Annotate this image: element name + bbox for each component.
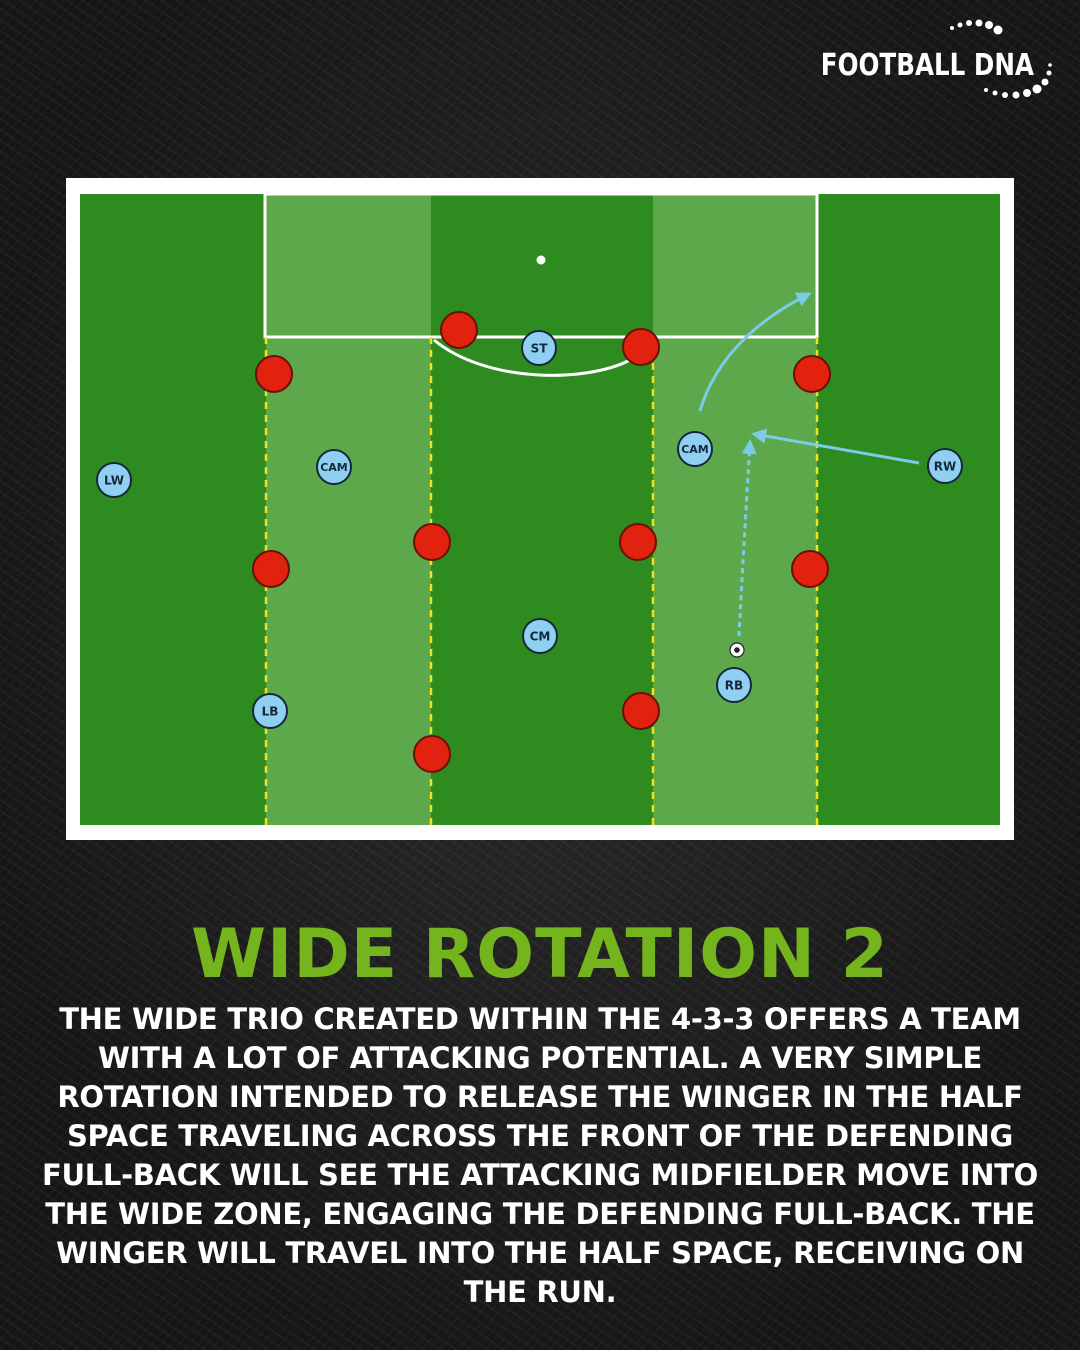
defender bbox=[793, 355, 831, 393]
defender bbox=[413, 523, 451, 561]
defender bbox=[622, 692, 660, 730]
defender bbox=[255, 355, 293, 393]
description-text: THE WIDE TRIO CREATED WITHIN THE 4-3-3 O… bbox=[41, 1002, 1039, 1309]
zone-right-halfspace bbox=[653, 194, 817, 825]
attacker-lw: LW bbox=[96, 462, 132, 498]
attacker-rb: RB bbox=[716, 667, 752, 703]
attacker-cam-left: CAM bbox=[316, 449, 352, 485]
svg-text:LW: LW bbox=[104, 474, 124, 488]
defenders bbox=[252, 311, 831, 773]
zone-left-halfspace bbox=[266, 194, 431, 825]
cam-run-arrow bbox=[698, 292, 812, 412]
svg-text:ST: ST bbox=[531, 342, 549, 356]
rw-run-arrow bbox=[751, 428, 920, 465]
logo-dots-icon bbox=[950, 19, 1052, 99]
attacker-cm: CM bbox=[522, 618, 558, 654]
attacker-cam-right: CAM bbox=[677, 431, 713, 467]
zone-right-wide bbox=[817, 194, 1000, 825]
svg-text:CAM: CAM bbox=[320, 461, 348, 474]
defender bbox=[622, 328, 660, 366]
svg-text:CM: CM bbox=[530, 630, 551, 644]
penalty-spot bbox=[536, 255, 546, 265]
page-title: WIDE ROTATION 2 bbox=[191, 915, 889, 994]
tactics-pitch: ST LW CAM CAM RW CM RB LB bbox=[80, 192, 1000, 825]
attacker-rw: RW bbox=[927, 448, 963, 484]
zone-centre bbox=[431, 194, 653, 825]
svg-text:RB: RB bbox=[725, 679, 743, 693]
defender bbox=[413, 735, 451, 773]
defender bbox=[252, 550, 290, 588]
attacker-st: ST bbox=[521, 330, 557, 366]
svg-text:LB: LB bbox=[262, 705, 279, 719]
svg-text:CAM: CAM bbox=[681, 443, 709, 456]
defender bbox=[440, 311, 478, 349]
rb-pass-arrow bbox=[737, 439, 757, 637]
defender bbox=[619, 523, 657, 561]
football-dna-logo: FOOTBALL DNA bbox=[821, 16, 1060, 106]
defender bbox=[791, 550, 829, 588]
brand-name: FOOTBALL DNA bbox=[820, 48, 1034, 83]
zone-left-wide bbox=[80, 194, 266, 825]
svg-text:RW: RW bbox=[934, 460, 956, 474]
attacker-lb: LB bbox=[252, 693, 288, 729]
ball-icon bbox=[729, 642, 745, 658]
penalty-arc bbox=[433, 338, 631, 377]
